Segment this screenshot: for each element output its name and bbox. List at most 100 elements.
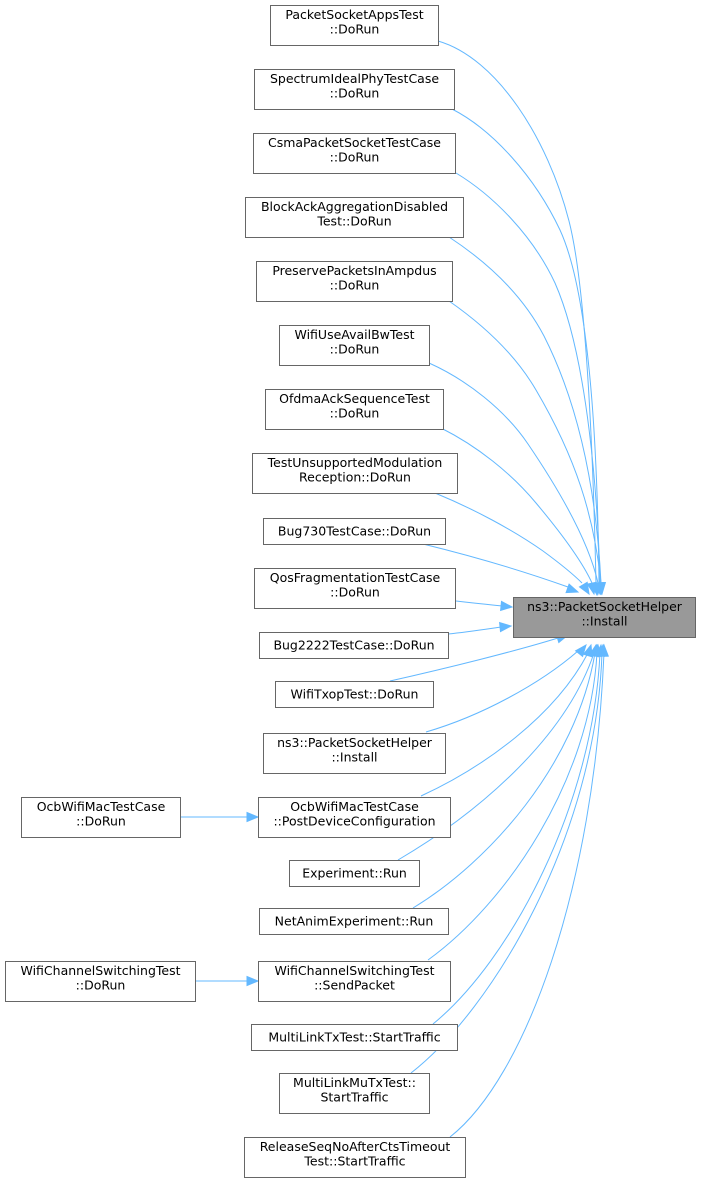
node-box xyxy=(289,860,420,887)
edge-n9-to-target xyxy=(422,543,580,594)
caller-node[interactable]: MultiLinkMuTxTest::StartTraffic xyxy=(279,1073,430,1114)
node-box xyxy=(254,69,455,110)
caller-node[interactable]: QosFragmentationTestCase::DoRun xyxy=(254,568,456,609)
node-box xyxy=(252,453,458,494)
caller-node[interactable]: WifiUseAvailBwTest::DoRun xyxy=(279,325,430,366)
node-label: Test::DoRun xyxy=(316,214,391,229)
caller-node[interactable]: PreservePacketsInAmpdus::DoRun xyxy=(256,261,453,302)
caller-node[interactable]: NetAnimExperiment::Run xyxy=(259,908,449,935)
node-label: ::DoRun xyxy=(330,585,380,600)
edge-line xyxy=(410,652,603,1074)
caller-node[interactable]: WifiTxopTest::DoRun xyxy=(275,681,434,708)
node-label: ::PostDeviceConfiguration xyxy=(273,814,435,829)
node-box xyxy=(513,597,696,638)
caller-node[interactable]: OfdmaAckSequenceTest::DoRun xyxy=(265,389,444,430)
arrowhead-icon xyxy=(586,581,597,596)
edge-n13-to-target xyxy=(425,643,587,733)
node-label: SpectrumIdealPhyTestCase xyxy=(270,71,439,86)
node-box xyxy=(256,261,453,302)
node-label: Experiment::Run xyxy=(302,866,407,881)
edge-line xyxy=(448,300,602,584)
node-label: StartTraffic xyxy=(320,1090,388,1105)
caller-node[interactable]: WifiChannelSwitchingTest::DoRun xyxy=(5,961,196,1002)
arrowhead-icon xyxy=(500,600,514,612)
edge-line xyxy=(425,650,579,733)
arrowhead-icon xyxy=(246,811,260,823)
arrowhead-icon xyxy=(598,643,610,657)
edge-line xyxy=(428,362,599,584)
node-label: CsmaPacketSocketTestCase xyxy=(268,135,441,150)
edge-n5-to-target xyxy=(448,300,606,596)
edge-line xyxy=(434,492,583,584)
node-box xyxy=(275,681,434,708)
node-label: PacketSocketAppsTest xyxy=(285,7,423,22)
node-box xyxy=(5,961,196,1002)
node-label: WifiChannelSwitchingTest xyxy=(274,963,434,978)
node-label: WifiTxopTest::DoRun xyxy=(291,687,419,702)
edge-n20-to-target xyxy=(449,643,610,1138)
arrowhead-icon xyxy=(565,583,580,594)
node-label: Reception::DoRun xyxy=(299,470,411,485)
caller-node[interactable]: MultiLinkTxTest::StartTraffic xyxy=(251,1024,458,1051)
node-label: ::Install xyxy=(331,750,377,765)
node-box xyxy=(258,797,451,838)
node-label: ::DoRun xyxy=(330,86,380,101)
node-label: BlockAckAggregationDisabled xyxy=(261,199,448,214)
target-node[interactable]: ns3::PacketSocketHelper::Install xyxy=(513,597,696,638)
edge-line xyxy=(449,652,605,1138)
node-box xyxy=(21,797,181,838)
node-label: ::SendPacket xyxy=(314,978,395,993)
edge-line xyxy=(397,652,595,861)
edge-n2-to-target xyxy=(451,108,605,596)
caller-node[interactable]: ReleaseSeqNoAfterCtsTimeoutTest::StartTr… xyxy=(244,1137,466,1178)
node-box xyxy=(259,908,449,935)
node-label: ns3::PacketSocketHelper xyxy=(527,599,683,614)
node-box xyxy=(254,568,456,609)
nodes-layer: ns3::PacketSocketHelper::Install PacketSo… xyxy=(5,5,696,1178)
arrowhead-icon xyxy=(578,581,590,596)
edge-n8-to-target xyxy=(434,492,590,596)
node-label: WifiChannelSwitchingTest xyxy=(20,963,180,978)
node-box xyxy=(263,733,446,774)
node-label: OcbWifiMacTestCase xyxy=(290,799,419,814)
node-label: TestUnsupportedModulation xyxy=(267,455,443,470)
caller-node[interactable]: Bug2222TestCase::DoRun xyxy=(259,632,449,659)
caller-node[interactable]: ns3::PacketSocketHelper::Install xyxy=(263,733,446,774)
node-label: ::Install xyxy=(581,614,627,629)
edge-n16-to-target xyxy=(412,643,601,909)
edge-line xyxy=(427,652,598,961)
node-label: ::DoRun xyxy=(330,342,380,357)
caller-node[interactable]: WifiChannelSwitchingTest::SendPacket xyxy=(258,961,451,1002)
edge-line xyxy=(412,652,596,909)
edge-n18-to-target xyxy=(432,643,606,1025)
caller-node[interactable]: PacketSocketAppsTest::DoRun xyxy=(270,5,439,46)
caller-node[interactable]: Experiment::Run xyxy=(289,860,420,887)
edge-n1-to-target xyxy=(437,40,602,597)
arrowhead-icon xyxy=(246,975,260,987)
node-label: ns3::PacketSocketHelper xyxy=(277,735,433,750)
edge-c14-to-n14 xyxy=(180,811,260,823)
node-label: ::DoRun xyxy=(330,150,380,165)
caller-node[interactable]: OcbWifiMacTestCase::DoRun xyxy=(21,797,181,838)
node-box xyxy=(258,961,451,1002)
node-box xyxy=(259,632,449,659)
edge-line xyxy=(437,40,597,585)
node-label: PreservePacketsInAmpdus xyxy=(272,263,436,278)
node-label: Bug2222TestCase::DoRun xyxy=(273,638,434,653)
edge-n17-to-target xyxy=(427,643,603,961)
caller-node[interactable]: OcbWifiMacTestCase::PostDeviceConfigurat… xyxy=(258,797,451,838)
caller-node[interactable]: TestUnsupportedModulationReception::DoRu… xyxy=(252,453,458,494)
caller-node[interactable]: Bug730TestCase::DoRun xyxy=(263,518,446,545)
node-label: ::DoRun xyxy=(330,22,380,37)
node-label: ::DoRun xyxy=(76,814,126,829)
edge-line xyxy=(455,600,504,607)
node-box xyxy=(265,389,444,430)
caller-node[interactable]: SpectrumIdealPhyTestCase::DoRun xyxy=(254,69,455,110)
node-box xyxy=(270,5,439,46)
edge-line xyxy=(455,172,601,584)
caller-node[interactable]: CsmaPacketSocketTestCase::DoRun xyxy=(253,133,456,174)
node-label: OfdmaAckSequenceTest xyxy=(279,391,430,406)
node-box xyxy=(253,133,456,174)
